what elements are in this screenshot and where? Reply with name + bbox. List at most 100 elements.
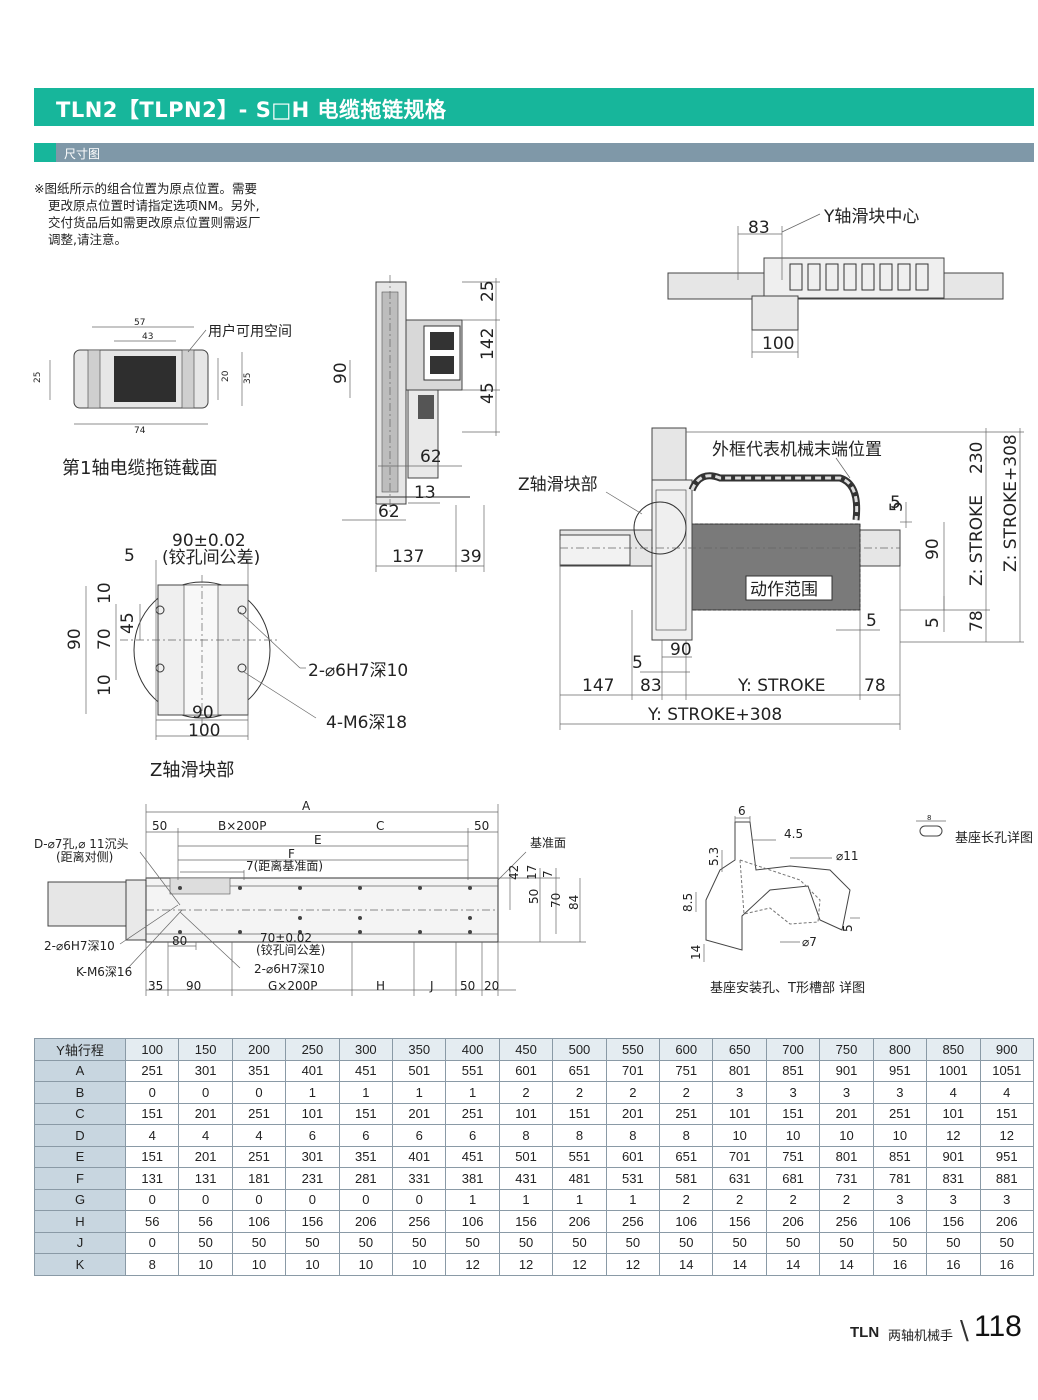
dim-5-chain: 5 — [890, 493, 901, 513]
dim-17: 17 — [525, 865, 539, 880]
stroke-header: 900 — [979, 1038, 1034, 1061]
stroke-header: 100 — [124, 1038, 180, 1061]
table-cell: 10 — [338, 1253, 394, 1276]
table-cell: 0 — [124, 1081, 180, 1104]
note-line: ※图纸所示的组合位置为原点位置。需要 — [34, 181, 257, 196]
stroke-header: 850 — [926, 1038, 981, 1061]
stroke-header: 400 — [445, 1038, 500, 1061]
table-cell: 16 — [926, 1253, 981, 1276]
dim-137: 137 — [392, 547, 424, 567]
dim-5: 5 — [124, 546, 135, 566]
table-cell: 50 — [712, 1231, 767, 1254]
table-cell: 12 — [979, 1124, 1034, 1147]
dim-13: 13 — [414, 483, 436, 503]
dim-90: 90 — [186, 979, 201, 993]
dim-83: 83 — [640, 676, 662, 696]
table-cell: 1 — [498, 1188, 554, 1211]
table-cell: 56 — [178, 1210, 233, 1233]
detail-dim-8-5: 8.5 — [681, 893, 695, 912]
stroke-header: 450 — [498, 1038, 554, 1061]
row-label: C — [34, 1102, 126, 1125]
dim-A: A — [302, 799, 311, 813]
table-cell: 106 — [659, 1210, 714, 1233]
dim-5-top: 5 — [887, 501, 907, 512]
page-title: TLN2【TLPN2】- S□H 电缆拖链规格 — [56, 98, 447, 122]
table-cell: 601 — [605, 1145, 661, 1168]
table-cell: 3 — [872, 1081, 928, 1104]
z-slider-view: 90±0.02 (铰孔间公差) 5 10 45 70 90 10 2-⌀6H7深… — [65, 531, 408, 781]
chain-section-caption: 第1轴电缆拖链截面 — [62, 458, 217, 479]
table-cell: 2 — [659, 1081, 714, 1104]
dim-7: 7 — [541, 870, 555, 878]
dim-90-horizontal: 90 — [192, 703, 214, 723]
row-label: F — [34, 1167, 126, 1190]
table-cell: 56 — [124, 1210, 180, 1233]
front-view: 外框代表机械末端位置 Z轴滑块部 动作范围 230 Z: STROKE+308 … — [518, 427, 1024, 730]
table-cell: 501 — [392, 1059, 447, 1082]
table-cell: 681 — [765, 1167, 821, 1190]
table-cell: 1 — [445, 1188, 500, 1211]
table-cell: 2 — [819, 1188, 874, 1211]
detail-dim-14: 14 — [689, 945, 703, 960]
dim-43: 43 — [142, 332, 153, 342]
table-cell: 381 — [445, 1167, 500, 1190]
table-cell: 2 — [765, 1188, 821, 1211]
table-cell: 301 — [178, 1059, 233, 1082]
table-cell: 6 — [338, 1124, 394, 1147]
table-cell: 10 — [392, 1253, 447, 1276]
table-cell: 206 — [338, 1210, 394, 1233]
table-cell: 1051 — [979, 1059, 1034, 1082]
table-cell: 12 — [445, 1253, 500, 1276]
footer-slash: \ — [960, 1316, 969, 1346]
dim-50-bottom: 50 — [460, 979, 475, 993]
table-cell: 901 — [926, 1145, 981, 1168]
dim-50-left: 50 — [152, 819, 167, 833]
table-cell: 16 — [872, 1253, 928, 1276]
table-cell: 751 — [659, 1059, 714, 1082]
table-cell: 256 — [605, 1210, 661, 1233]
detail-dim-6: 6 — [738, 804, 746, 818]
table-cell: 50 — [285, 1231, 340, 1254]
dim-G200P: G×200P — [268, 979, 318, 993]
table-cell: 151 — [124, 1145, 180, 1168]
table-cell: 451 — [445, 1145, 500, 1168]
table-cell: 251 — [872, 1102, 928, 1125]
table-cell: 651 — [552, 1059, 607, 1082]
table-cell: 251 — [659, 1102, 714, 1125]
table-cell: 0 — [231, 1081, 287, 1104]
table-cell: 151 — [124, 1102, 180, 1125]
table-cell: 106 — [445, 1210, 500, 1233]
stroke-header: 350 — [392, 1038, 447, 1061]
table-cell: 0 — [178, 1188, 233, 1211]
row-label: B — [34, 1081, 126, 1104]
d-hole-note: (距离对侧) — [56, 849, 113, 864]
footer-brand: TLN — [850, 1324, 880, 1341]
row-label: G — [34, 1188, 126, 1211]
table-cell: 251 — [231, 1145, 287, 1168]
z-part-label: Z轴滑块部 — [518, 475, 598, 495]
table-cell: 601 — [498, 1059, 554, 1082]
dim-42: 42 — [507, 865, 521, 880]
dim-50-right: 50 — [474, 819, 489, 833]
origin-note: ※图纸所示的组合位置为原点位置。需要 更改原点位置时请指定选项NM。另外, 交付… — [34, 180, 334, 248]
table-cell: 8 — [605, 1124, 661, 1147]
motion-range-label: 动作范围 — [750, 580, 818, 600]
table-cell: 251 — [124, 1059, 180, 1082]
table-cell: 1 — [392, 1081, 447, 1104]
stroke-header: 300 — [338, 1038, 394, 1061]
row-label: D — [34, 1124, 126, 1147]
table-cell: 3 — [819, 1081, 874, 1104]
table-cell: 6 — [445, 1124, 500, 1147]
table-cell: 0 — [392, 1188, 447, 1211]
table-cell: 3 — [926, 1188, 981, 1211]
table-cell: 431 — [498, 1167, 554, 1190]
